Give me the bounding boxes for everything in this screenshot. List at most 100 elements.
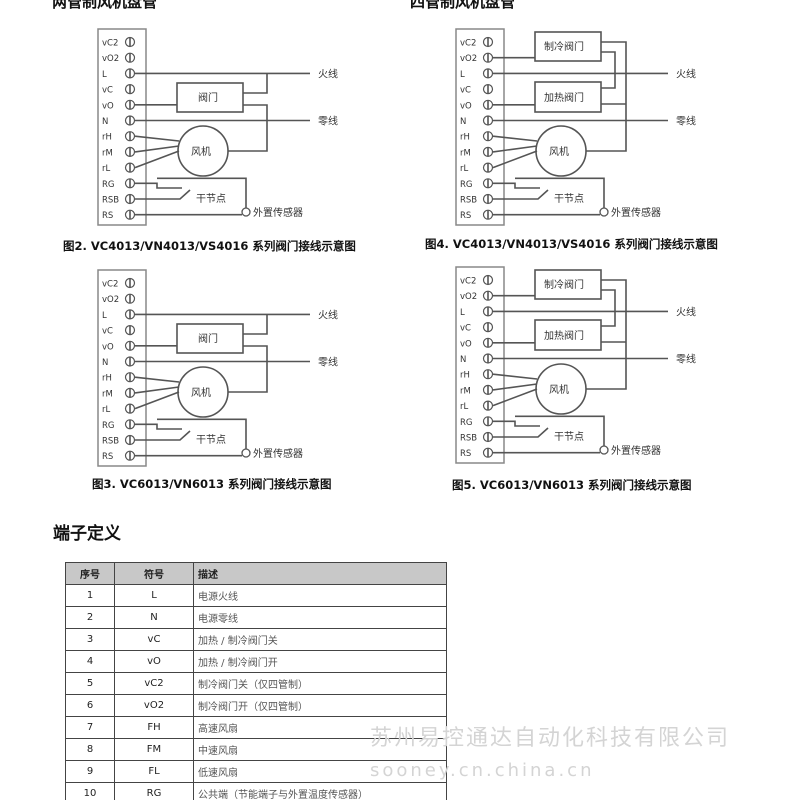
cell-description: 电源火线 — [193, 584, 447, 607]
cell-index: 8 — [65, 738, 115, 761]
terminal-label: RG — [102, 421, 115, 431]
live-label: 火线 — [676, 305, 696, 318]
valve-live-wire — [243, 314, 268, 335]
terminal-label: vO — [460, 101, 472, 111]
cell-symbol: vC2 — [114, 672, 194, 695]
watermark-site: sooney.cn.china.cn — [370, 760, 595, 781]
cell-index: 10 — [65, 782, 115, 800]
terminal-label: N — [460, 355, 466, 365]
terminal-block — [97, 28, 147, 226]
cell-index: 2 — [65, 606, 115, 629]
dry-contact-switch — [135, 430, 191, 441]
terminal-label: rH — [102, 133, 112, 143]
fan-speed-wire — [134, 145, 180, 153]
cell-description: 制冷阀门关（仅四管制） — [193, 672, 447, 695]
terminal-label: RS — [102, 211, 113, 221]
cell-symbol: RG — [114, 782, 194, 800]
terminal-label: vO2 — [460, 54, 477, 64]
dry-contact-switch — [493, 189, 549, 200]
neutral-label: 零线 — [676, 115, 696, 128]
terminal-label: RSB — [102, 437, 119, 447]
valve-live-wire — [243, 73, 268, 94]
watermark-company: 苏州易控通达自动化科技有限公司 — [370, 726, 731, 751]
rg-wire — [135, 182, 182, 189]
fan-speed-wire — [134, 386, 180, 394]
terminal-label: RS — [102, 452, 113, 462]
sensor-common-wire — [157, 418, 247, 449]
dry-contact-label: 干节点 — [196, 434, 226, 446]
fan-label: 风机 — [549, 383, 569, 396]
dry-contact-label: 干节点 — [554, 431, 584, 443]
fan-label: 风机 — [191, 145, 211, 158]
terminal-label: RS — [460, 449, 471, 459]
sensor-label: 外置传感器 — [253, 447, 303, 460]
terminal-label: rH — [460, 371, 470, 381]
terminal-label: rL — [460, 164, 468, 174]
fan-label: 风机 — [191, 386, 211, 399]
terminal-label: RG — [460, 418, 473, 428]
terminal-label: rM — [102, 148, 113, 158]
header-symbol: 符号 — [114, 562, 194, 585]
valve-link-wire — [601, 51, 616, 89]
terminal-label: vC — [102, 86, 113, 96]
cell-symbol: FL — [114, 760, 194, 783]
cell-index: 6 — [65, 694, 115, 717]
terminal-label: RG — [460, 180, 473, 190]
sensor-common-wire — [515, 415, 605, 446]
fan-label: 风机 — [549, 145, 569, 158]
cell-symbol: FM — [114, 738, 194, 761]
heat-valve-box — [534, 319, 602, 351]
cell-description: 加热 / 制冷阀门关 — [193, 628, 447, 651]
fan-speed-wire — [492, 373, 538, 380]
sensor-icon — [241, 448, 251, 458]
valve-box — [176, 323, 244, 354]
wiring-diagram-fig4: vC2vO2LvCvONrHrMrLRGRSBRS火线零线风机制冷阀门加热阀门干… — [455, 28, 696, 226]
fan-speed-wire — [134, 391, 180, 410]
sensor-label: 外置传感器 — [611, 206, 661, 219]
live-label: 火线 — [318, 67, 338, 80]
valve-link-wire — [601, 289, 616, 327]
cell-index: 7 — [65, 716, 115, 739]
valve-fan-wire — [586, 41, 627, 152]
table-header-row: 序号 符号 描述 — [65, 562, 447, 585]
terminal-label: rH — [102, 374, 112, 384]
terminal-label: vC2 — [460, 277, 476, 287]
terminal-label: N — [460, 117, 466, 127]
cool-valve-box — [534, 31, 602, 62]
valve-fan-wire — [586, 279, 627, 390]
terminal-label: L — [460, 70, 465, 80]
cool-valve-box — [534, 269, 602, 300]
cell-index: 9 — [65, 760, 115, 783]
cell-index: 1 — [65, 584, 115, 607]
fan-speed-wire — [134, 150, 180, 169]
terminal-label: rM — [460, 386, 471, 396]
dry-contact-label: 干节点 — [196, 193, 226, 205]
terminal-label: vC — [460, 324, 471, 334]
cool-valve-label: 制冷阀门 — [544, 40, 584, 53]
terminal-label: L — [102, 311, 107, 321]
terminal-label: N — [102, 117, 108, 127]
heat-valve-label: 加热阀门 — [544, 91, 584, 104]
terminal-label: N — [102, 358, 108, 368]
cell-description: 制冷阀门开（仅四管制） — [193, 694, 447, 717]
valve-label: 阀门 — [198, 332, 218, 345]
terminal-label: vC2 — [102, 39, 118, 49]
caption-fig3: 图3. VC6013/VN6013 系列阀门接线示意图 — [92, 477, 332, 491]
terminal-block — [455, 28, 505, 226]
sensor-label: 外置传感器 — [611, 444, 661, 457]
terminal-label: vC2 — [460, 39, 476, 49]
terminal-label: L — [460, 308, 465, 318]
sensor-label: 外置传感器 — [253, 206, 303, 219]
header-description: 描述 — [193, 562, 447, 585]
heat-valve-box — [534, 81, 602, 113]
cell-description: 电源零线 — [193, 606, 447, 629]
dry-contact-switch — [493, 427, 549, 438]
live-label: 火线 — [318, 308, 338, 321]
terminal-label: vO — [102, 342, 114, 352]
